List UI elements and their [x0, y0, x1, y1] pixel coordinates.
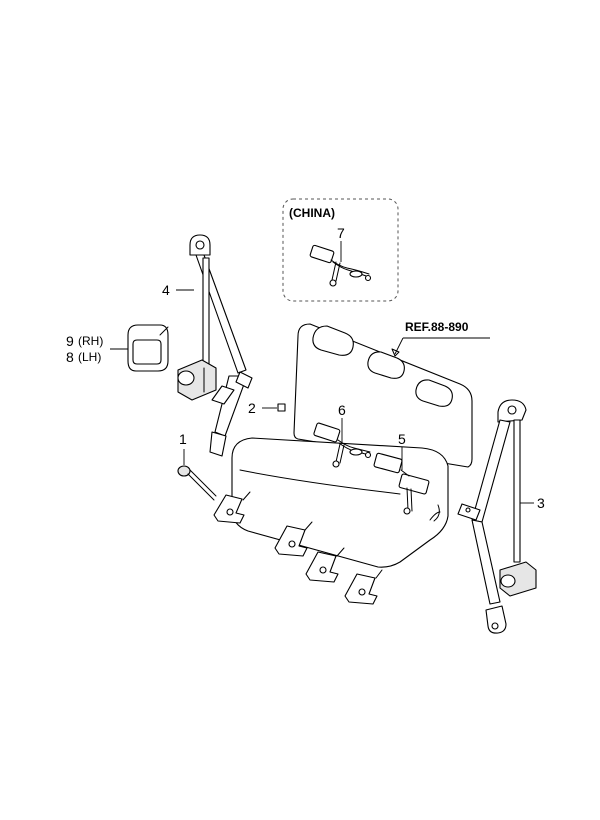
callout-6: 6 [338, 402, 346, 418]
callout-5: 5 [398, 431, 406, 447]
buckle-china [309, 244, 372, 287]
callout-4: 4 [162, 282, 170, 298]
seat-belt-lh [177, 234, 253, 457]
china-inset-title: (CHINA) [289, 206, 335, 220]
china-inset-frame [282, 198, 399, 302]
bolt [177, 465, 217, 501]
seat-belt-rh [457, 399, 537, 634]
callout-1: 1 [179, 431, 187, 447]
callout-9-side: (RH) [78, 334, 103, 348]
callout-7: 7 [337, 225, 345, 241]
ref-label: REF.88-890 [405, 320, 469, 334]
callout-8-num: 8 [66, 349, 74, 365]
callout-3: 3 [537, 495, 545, 511]
callout-2: 2 [248, 400, 256, 416]
rear-seat [231, 323, 473, 568]
buckle-rh [373, 452, 430, 515]
belt-guide-cover [127, 324, 169, 372]
callout-9-num: 9 [66, 333, 74, 349]
china-inset: (CHINA) 7 [282, 198, 399, 302]
buckle-center [313, 422, 372, 468]
callout-8-side: (LH) [78, 350, 101, 364]
seat-brackets [213, 491, 383, 605]
nut [277, 403, 286, 412]
